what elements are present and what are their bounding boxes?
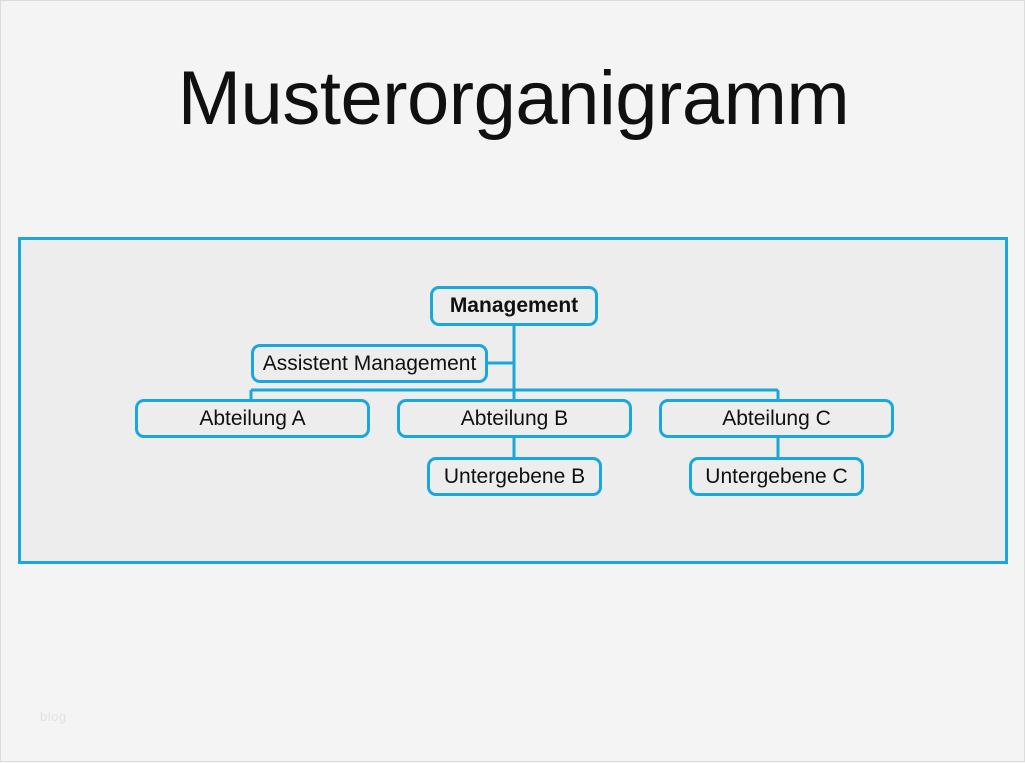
node-assistant-management[interactable]: Assistent Management (251, 344, 488, 383)
node-abteilung-b[interactable]: Abteilung B (397, 399, 632, 438)
watermark: blog (40, 709, 67, 724)
node-abteilung-a[interactable]: Abteilung A (135, 399, 370, 438)
page-title: Musterorganigramm (177, 56, 850, 141)
node-untergebene-b[interactable]: Untergebene B (427, 457, 602, 496)
node-abteilung-c[interactable]: Abteilung C (659, 399, 894, 438)
node-untergebene-c[interactable]: Untergebene C (689, 457, 864, 496)
node-management[interactable]: Management (430, 286, 598, 326)
